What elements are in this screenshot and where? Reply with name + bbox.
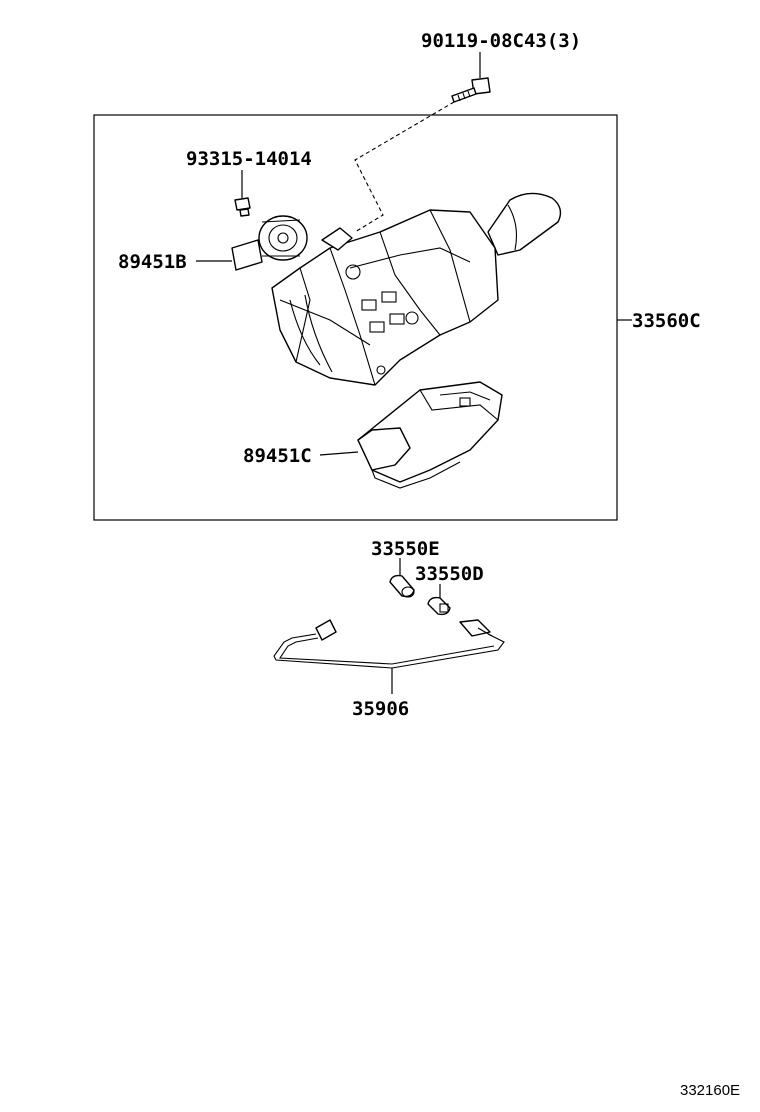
part-label-shift-lever: 33560C bbox=[632, 310, 701, 332]
figure-number: 332160E bbox=[680, 1082, 740, 1099]
wire-harness-drawing bbox=[273, 619, 505, 694]
part-label-bolt: 90119-08C43(3) bbox=[421, 30, 581, 52]
bulb-d-drawing bbox=[427, 584, 451, 616]
part-label-bulb-e: 33550E bbox=[371, 538, 440, 560]
sensor-b-drawing bbox=[196, 215, 308, 271]
bulb-e-drawing bbox=[389, 558, 415, 598]
part-label-sensor-c: 89451C bbox=[243, 445, 312, 467]
sensor-c-drawing bbox=[319, 381, 503, 489]
screw-drawing bbox=[234, 170, 251, 217]
part-label-wire-harness: 35906 bbox=[352, 698, 409, 720]
part-label-sensor-b: 89451B bbox=[118, 251, 187, 273]
bolt-drawing bbox=[354, 52, 491, 233]
part-label-screw: 93315-14014 bbox=[186, 148, 312, 170]
assembly-frame bbox=[93, 114, 618, 521]
part-label-bulb-d: 33550D bbox=[415, 563, 484, 585]
shift-lever-drawing bbox=[271, 192, 562, 386]
